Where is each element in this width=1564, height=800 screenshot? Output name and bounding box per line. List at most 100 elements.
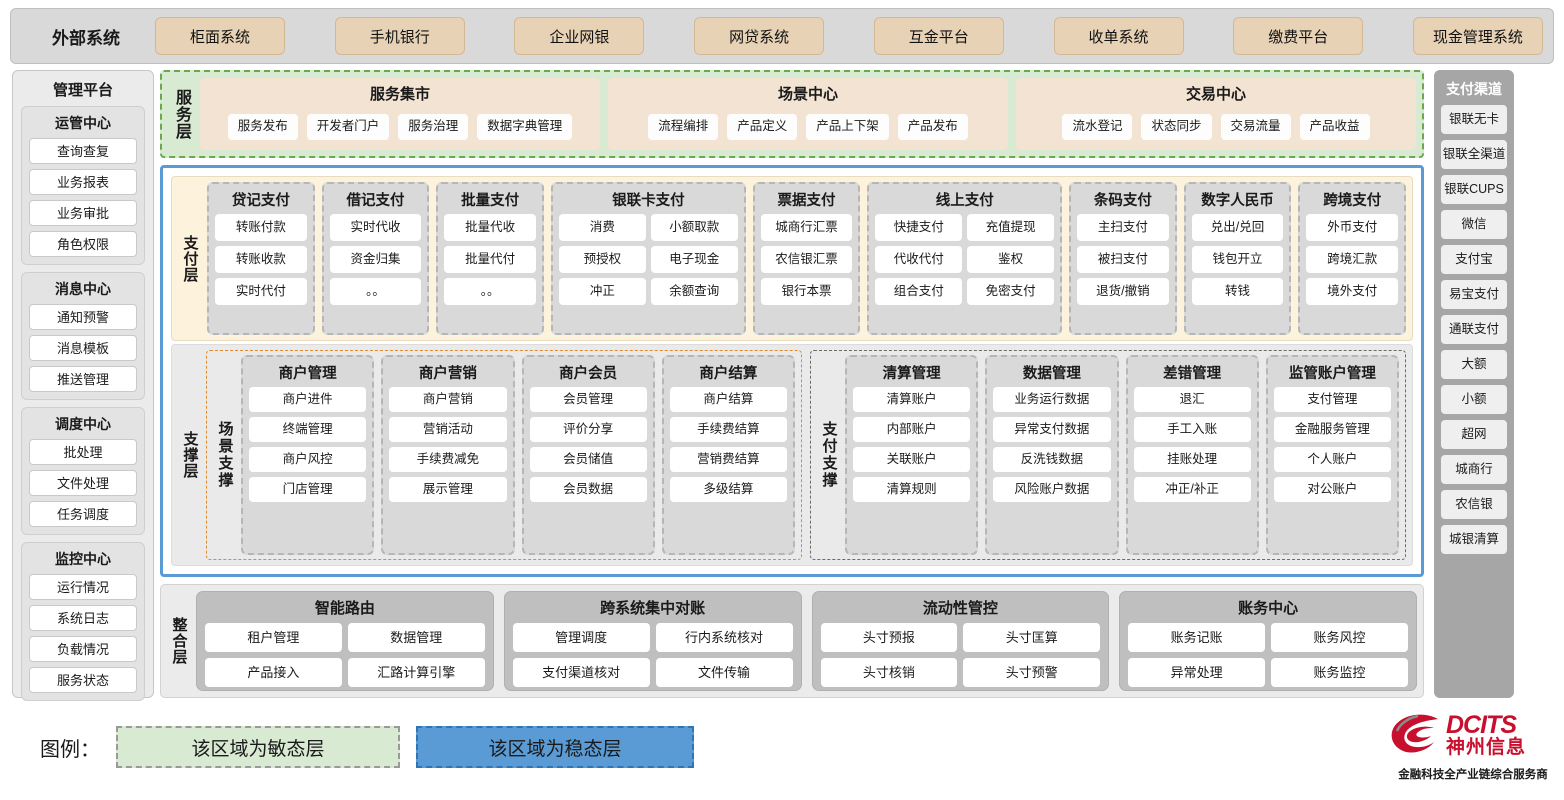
management-item[interactable]: 消息模板 bbox=[29, 335, 137, 361]
payment-item[interactable]: 快捷支付 bbox=[875, 214, 963, 241]
integration-item[interactable]: 数据管理 bbox=[347, 623, 485, 652]
payment-item[interactable]: 免密支付 bbox=[967, 278, 1055, 305]
integration-item[interactable]: 汇路计算引擎 bbox=[347, 658, 485, 687]
payment-item[interactable]: 被扫支付 bbox=[1077, 246, 1169, 273]
payment-item[interactable]: 代收代付 bbox=[875, 246, 963, 273]
support-item[interactable]: 评价分享 bbox=[529, 417, 647, 442]
support-item[interactable]: 商户结算 bbox=[669, 387, 787, 412]
external-system-chip[interactable]: 缴费平台 bbox=[1233, 17, 1364, 55]
payment-item[interactable]: 转账收款 bbox=[215, 246, 307, 273]
payment-channel-item[interactable]: 支付宝 bbox=[1441, 245, 1507, 274]
external-system-chip[interactable]: 柜面系统 bbox=[155, 17, 285, 55]
payment-item[interactable]: 余额查询 bbox=[650, 278, 738, 305]
payment-channel-item[interactable]: 城银清算 bbox=[1441, 525, 1507, 554]
service-item[interactable]: 产品发布 bbox=[897, 113, 968, 140]
support-item[interactable]: 内部账户 bbox=[853, 417, 971, 442]
payment-item[interactable]: 资金归集 bbox=[329, 246, 422, 273]
management-item[interactable]: 查询查复 bbox=[29, 138, 137, 164]
payment-item[interactable]: 实时代收 bbox=[329, 214, 422, 241]
payment-item[interactable]: 。。 bbox=[329, 278, 422, 305]
external-system-chip[interactable]: 网贷系统 bbox=[694, 17, 825, 55]
integration-item[interactable]: 产品接入 bbox=[205, 658, 342, 687]
service-item[interactable]: 数据字典管理 bbox=[477, 113, 573, 140]
payment-channel-item[interactable]: 微信 bbox=[1441, 210, 1507, 239]
payment-item[interactable]: 转账付款 bbox=[215, 214, 307, 241]
payment-item[interactable]: 境外支付 bbox=[1306, 278, 1399, 305]
payment-item[interactable]: 转钱 bbox=[1191, 278, 1284, 305]
payment-item[interactable]: 组合支付 bbox=[875, 278, 963, 305]
integration-item[interactable]: 头寸核销 bbox=[820, 658, 958, 687]
management-item[interactable]: 角色权限 bbox=[29, 231, 137, 257]
payment-channel-item[interactable]: 通联支付 bbox=[1441, 315, 1507, 344]
payment-channel-item[interactable]: 银联CUPS bbox=[1441, 175, 1507, 204]
payment-item[interactable]: 银行本票 bbox=[760, 278, 853, 305]
support-item[interactable]: 退汇 bbox=[1133, 387, 1251, 412]
service-item[interactable]: 开发者门户 bbox=[306, 113, 390, 140]
support-item[interactable]: 商户进件 bbox=[249, 387, 367, 412]
payment-item[interactable]: 鉴权 bbox=[967, 246, 1055, 273]
management-item[interactable]: 推送管理 bbox=[29, 366, 137, 392]
service-item[interactable]: 产品上下架 bbox=[806, 113, 889, 140]
management-item[interactable]: 业务报表 bbox=[29, 169, 137, 195]
payment-item[interactable]: 预授权 bbox=[558, 246, 646, 273]
support-item[interactable]: 商户营销 bbox=[389, 387, 507, 412]
support-item[interactable]: 清算账户 bbox=[853, 387, 971, 412]
support-item[interactable]: 金融服务管理 bbox=[1273, 417, 1391, 442]
payment-item[interactable]: 小额取款 bbox=[650, 214, 738, 241]
support-item[interactable]: 清算规则 bbox=[853, 477, 971, 502]
management-item[interactable]: 通知预警 bbox=[29, 304, 137, 330]
service-item[interactable]: 流水登记 bbox=[1062, 113, 1133, 140]
support-item[interactable]: 商户风控 bbox=[249, 447, 367, 472]
management-item[interactable]: 任务调度 bbox=[29, 501, 137, 527]
payment-channel-item[interactable]: 小额 bbox=[1441, 385, 1507, 414]
payment-item[interactable]: 退货/撤销 bbox=[1077, 278, 1169, 305]
service-item[interactable]: 状态同步 bbox=[1141, 113, 1212, 140]
management-item[interactable]: 业务审批 bbox=[29, 200, 137, 226]
integration-item[interactable]: 头寸匡算 bbox=[963, 623, 1101, 652]
payment-item[interactable]: 兑出/兑回 bbox=[1191, 214, 1284, 241]
integration-item[interactable]: 异常处理 bbox=[1128, 658, 1266, 687]
management-item[interactable]: 文件处理 bbox=[29, 470, 137, 496]
service-item[interactable]: 产品定义 bbox=[727, 113, 798, 140]
service-item[interactable]: 交易流量 bbox=[1220, 113, 1291, 140]
payment-item[interactable]: 电子现金 bbox=[650, 246, 738, 273]
integration-item[interactable]: 管理调度 bbox=[512, 623, 650, 652]
support-item[interactable]: 手工入账 bbox=[1133, 417, 1251, 442]
support-item[interactable]: 终端管理 bbox=[249, 417, 367, 442]
payment-channel-item[interactable]: 易宝支付 bbox=[1441, 280, 1507, 309]
payment-item[interactable]: 。。 bbox=[444, 278, 536, 305]
payment-item[interactable]: 批量代收 bbox=[444, 214, 536, 241]
support-item[interactable]: 挂账处理 bbox=[1133, 447, 1251, 472]
payment-item[interactable]: 充值提现 bbox=[967, 214, 1055, 241]
support-item[interactable]: 会员数据 bbox=[529, 477, 647, 502]
integration-item[interactable]: 账务记账 bbox=[1128, 623, 1266, 652]
management-item[interactable]: 服务状态 bbox=[29, 667, 137, 693]
payment-item[interactable]: 实时代付 bbox=[215, 278, 307, 305]
support-item[interactable]: 多级结算 bbox=[669, 477, 787, 502]
service-item[interactable]: 服务发布 bbox=[227, 113, 298, 140]
payment-item[interactable]: 农信银汇票 bbox=[760, 246, 853, 273]
external-system-chip[interactable]: 现金管理系统 bbox=[1412, 17, 1543, 55]
payment-item[interactable]: 跨境汇款 bbox=[1306, 246, 1399, 273]
integration-item[interactable]: 支付渠道核对 bbox=[512, 658, 650, 687]
management-item[interactable]: 运行情况 bbox=[29, 574, 137, 600]
integration-item[interactable]: 账务监控 bbox=[1271, 658, 1408, 687]
support-item[interactable]: 冲正/补正 bbox=[1133, 477, 1251, 502]
payment-channel-item[interactable]: 银联无卡 bbox=[1441, 105, 1507, 134]
support-item[interactable]: 支付管理 bbox=[1273, 387, 1391, 412]
external-system-chip[interactable]: 手机银行 bbox=[334, 17, 465, 55]
payment-channel-item[interactable]: 超网 bbox=[1441, 420, 1507, 449]
support-item[interactable]: 个人账户 bbox=[1273, 447, 1391, 472]
support-item[interactable]: 手续费减免 bbox=[389, 447, 507, 472]
support-item[interactable]: 关联账户 bbox=[853, 447, 971, 472]
payment-channel-item[interactable]: 大额 bbox=[1441, 350, 1507, 379]
support-item[interactable]: 对公账户 bbox=[1273, 477, 1391, 502]
integration-item[interactable]: 文件传输 bbox=[655, 658, 793, 687]
payment-channel-item[interactable]: 城商行 bbox=[1441, 455, 1507, 484]
support-item[interactable]: 会员储值 bbox=[529, 447, 647, 472]
payment-item[interactable]: 消费 bbox=[558, 214, 646, 241]
payment-item[interactable]: 批量代付 bbox=[444, 246, 536, 273]
integration-item[interactable]: 账务风控 bbox=[1271, 623, 1408, 652]
integration-item[interactable]: 行内系统核对 bbox=[655, 623, 793, 652]
external-system-chip[interactable]: 互金平台 bbox=[873, 17, 1004, 55]
